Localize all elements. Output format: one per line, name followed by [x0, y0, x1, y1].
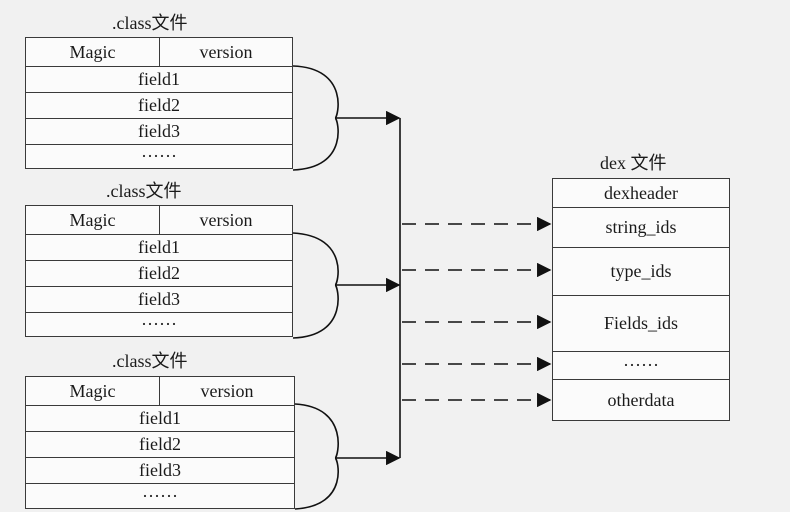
class-header-row: Magic version [26, 377, 294, 405]
field-row: ······ [26, 483, 294, 508]
field-row: field3 [26, 118, 292, 144]
class-header-row: Magic version [26, 206, 292, 234]
version-cell: version [200, 380, 254, 401]
field-row: field1 [26, 234, 292, 260]
class-file-title-3: .class文件 [112, 351, 188, 371]
dex-section-row: otherdata [553, 379, 729, 420]
dex-section-row: string_ids [553, 207, 729, 247]
version-cell: version [199, 209, 253, 230]
dex-file-box: dexheader string_ids type_ids Fields_ids… [552, 178, 730, 421]
dex-section-row: type_ids [553, 247, 729, 295]
field-row: field2 [26, 260, 292, 286]
brace-3 [294, 403, 339, 510]
dex-section-row: Fields_ids [553, 295, 729, 351]
magic-cell: Magic [26, 206, 160, 234]
class-header-row: Magic version [26, 38, 292, 66]
field-row: field1 [26, 405, 294, 431]
field-row: ······ [26, 144, 292, 168]
version-cell: version [199, 41, 253, 62]
field-row: field3 [26, 457, 294, 483]
field-row: field2 [26, 431, 294, 457]
brace-2 [292, 232, 339, 339]
dex-section-row: dexheader [604, 182, 678, 203]
class-file-box-1: Magic version field1 field2 field3 ·····… [25, 37, 293, 169]
class-file-title-1: .class文件 [112, 13, 188, 33]
field-row: ······ [26, 312, 292, 336]
magic-cell: Magic [26, 38, 160, 66]
dex-section-row: ······ [553, 351, 729, 379]
dex-file-title: dex 文件 [600, 153, 667, 173]
class-file-box-3: Magic version field1 field2 field3 ·····… [25, 376, 295, 509]
brace-1 [292, 65, 339, 171]
magic-cell: Magic [26, 377, 160, 405]
field-row: field3 [26, 286, 292, 312]
field-row: field2 [26, 92, 292, 118]
class-file-box-2: Magic version field1 field2 field3 ·····… [25, 205, 293, 337]
field-row: field1 [26, 66, 292, 92]
class-file-title-2: .class文件 [106, 181, 182, 201]
